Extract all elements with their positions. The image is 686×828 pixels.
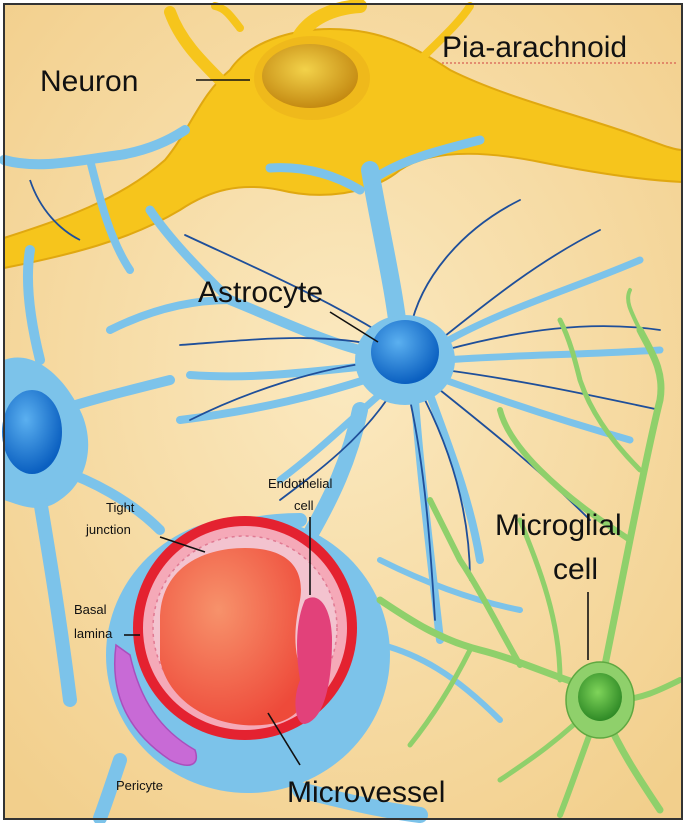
astrocyte-cell — [355, 315, 455, 405]
vessel-lumen — [160, 548, 306, 725]
basal-lamina-label-line2: lamina — [74, 626, 113, 641]
pia-arachnoid-label: Pia-arachnoid — [442, 31, 627, 64]
microglial-body — [566, 662, 634, 738]
microglial-label-line1: Microglial — [495, 509, 622, 542]
left-astrocyte-nucleus — [2, 390, 62, 474]
neuron-nucleus — [262, 44, 358, 108]
astrocyte-nucleus — [371, 320, 439, 384]
microglial-label-line2: cell — [553, 553, 598, 586]
microvessel — [133, 516, 357, 740]
basal-lamina-label-line1: Basal — [74, 602, 107, 617]
neuron-label: Neuron — [40, 65, 138, 98]
endothelial-label-line2: cell — [294, 498, 314, 513]
microglial-nucleus — [578, 673, 622, 721]
microvessel-label: Microvessel — [287, 776, 445, 809]
tight-junction-label-line1: Tight — [106, 500, 135, 515]
tight-junction-label-line2: junction — [85, 522, 131, 537]
pericyte-label: Pericyte — [116, 778, 163, 793]
endothelial-label-line1: Endothelial — [268, 476, 332, 491]
astrocyte-label: Astrocyte — [198, 276, 323, 309]
